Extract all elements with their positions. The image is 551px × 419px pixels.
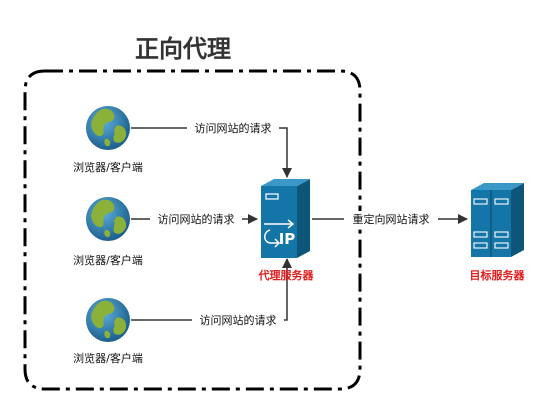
client-label: 浏览器/客户端 — [73, 160, 143, 174]
ip-text: IP — [279, 230, 296, 248]
proxy-boundary — [23, 69, 362, 391]
proxy-server: IP 代理服务器 — [258, 179, 315, 282]
edge-client-2-to-proxy: 访问网站的请求 — [131, 211, 258, 227]
globe-icon — [86, 106, 130, 150]
diagram-title: 正向代理 — [135, 35, 231, 63]
edge-label: 访问网站的请求 — [195, 121, 272, 135]
client-label: 浏览器/客户端 — [73, 253, 143, 267]
client-3: 浏览器/客户端 — [73, 298, 143, 365]
globe-icon — [86, 298, 130, 342]
edge-proxy-to-target: 重定向网站请求 — [312, 211, 468, 227]
edge-label: 重定向网站请求 — [353, 212, 430, 226]
proxy-label: 代理服务器 — [258, 268, 315, 282]
edge-label: 访问网站的请求 — [158, 212, 235, 226]
target-label: 目标服务器 — [470, 268, 526, 282]
client-label: 浏览器/客户端 — [73, 351, 143, 365]
globe-icon — [86, 197, 130, 241]
proxy-server-icon: IP — [261, 179, 310, 258]
client-1: 浏览器/客户端 — [73, 106, 143, 174]
edge-client-1-to-proxy: 访问网站的请求 — [131, 120, 292, 178]
edge-label: 访问网站的请求 — [200, 313, 277, 327]
target-server-icon — [471, 183, 524, 257]
client-2: 浏览器/客户端 — [73, 197, 143, 267]
target-server: 目标服务器 — [470, 183, 526, 282]
edge-client-3-to-proxy: 访问网站的请求 — [131, 258, 292, 328]
